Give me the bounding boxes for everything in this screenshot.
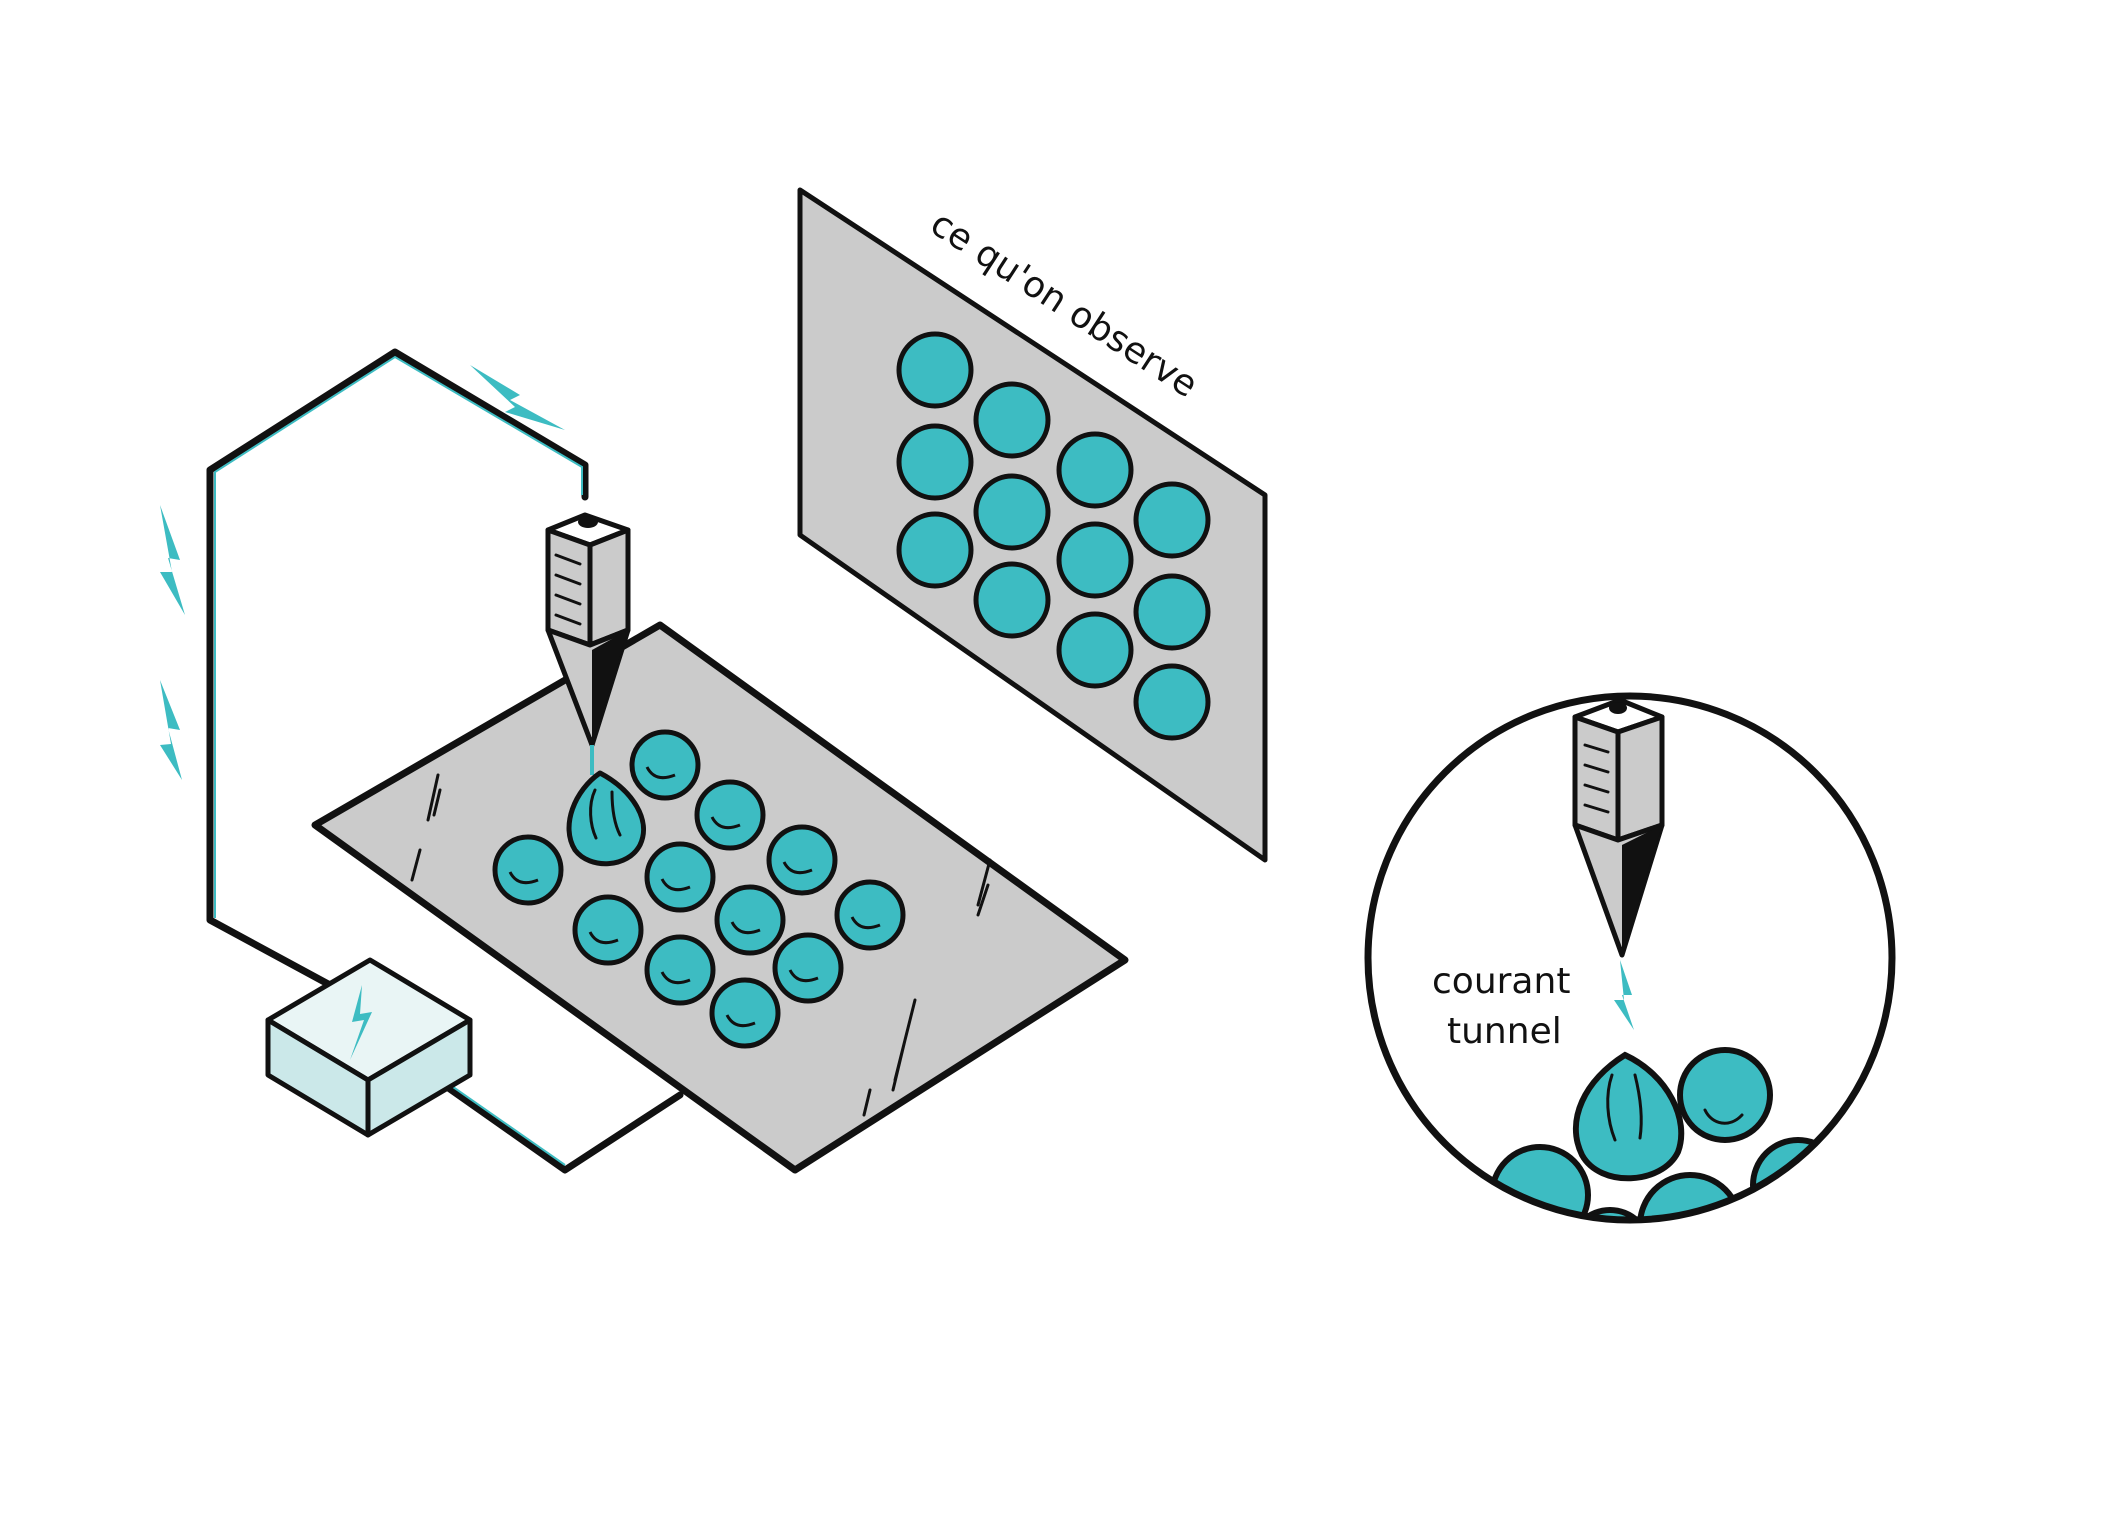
atom: [1567, 1207, 1653, 1220]
screen-atom: [1133, 663, 1211, 741]
screen-atom: [1056, 611, 1134, 689]
screen-atom: [973, 473, 1051, 551]
plate-atoms: [566, 770, 646, 867]
atom: [834, 879, 906, 951]
screen-atom: [896, 423, 974, 501]
screen-atom: [973, 381, 1051, 459]
inset-label-courant: courant: [1432, 961, 1570, 1002]
atom: [694, 779, 766, 851]
atom-pulled: [1572, 1051, 1685, 1182]
atom-highlight: [850, 916, 881, 930]
screen-atom: [1056, 431, 1134, 509]
atom: [1677, 1047, 1773, 1143]
atom: [714, 884, 786, 956]
atom-pulled: [566, 770, 646, 867]
inset-label-tunnel: tunnel: [1447, 1011, 1562, 1052]
atom-highlight: [725, 1014, 756, 1028]
atom-highlight: [508, 871, 539, 885]
lightning-icon: [160, 365, 565, 780]
sample-plate: [311, 621, 1129, 1174]
atom-highlight: [645, 766, 676, 780]
screen-atom: [896, 511, 974, 589]
screen-atom: [1133, 573, 1211, 651]
screen-atom: [973, 561, 1051, 639]
atom: [709, 977, 781, 1049]
atom-highlight: [788, 969, 819, 983]
atom-highlight: [730, 921, 761, 935]
atom-highlight: [660, 971, 691, 985]
screen-atom: [1133, 481, 1211, 559]
atom: [572, 894, 644, 966]
inset-probe: [1572, 697, 1665, 958]
atom: [772, 932, 844, 1004]
atom: [629, 729, 701, 801]
atom-highlight: [588, 931, 619, 945]
atom: [1489, 1144, 1591, 1220]
atom: [644, 841, 716, 913]
atom: [766, 824, 838, 896]
screen-atom: [1056, 521, 1134, 599]
atom-highlight: [710, 816, 741, 830]
atom: [1637, 1172, 1743, 1220]
lightning-icon: [1614, 960, 1634, 1030]
control-box: [265, 957, 473, 1138]
probe-tip: [545, 512, 631, 775]
circuit-cable: [206, 348, 684, 1174]
screen-atom: [896, 331, 974, 409]
atom: [644, 934, 716, 1006]
screen-atoms: [896, 331, 1211, 741]
atom-highlight: [660, 878, 691, 892]
atom-highlight: [782, 861, 813, 875]
inset-magnifier: [1364, 692, 1896, 1224]
atom: [492, 834, 564, 906]
